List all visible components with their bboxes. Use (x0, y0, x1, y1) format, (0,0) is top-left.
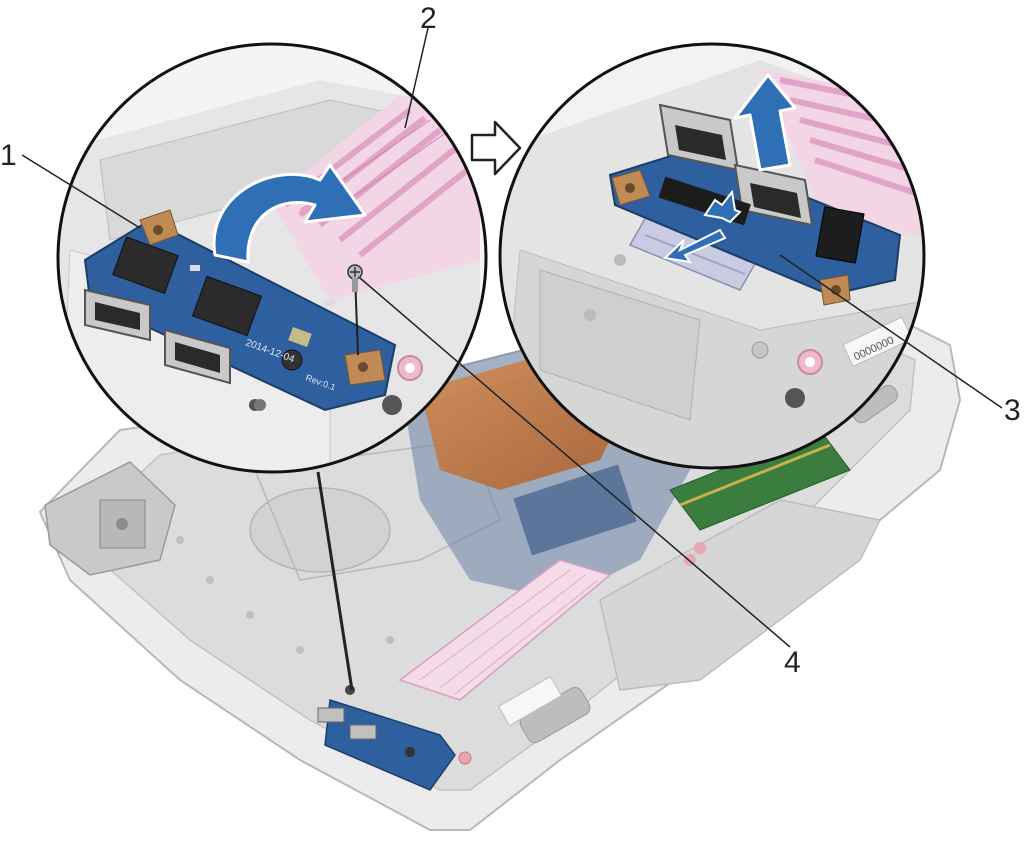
leader-line-main (316, 471, 354, 691)
rotate-arrow-icon (212, 163, 367, 264)
callout-3: 3 (1004, 394, 1021, 427)
next-step-arrow-icon (470, 120, 522, 176)
leader-lines (21, 27, 1003, 691)
io-board-cable (270, 95, 482, 300)
callout-1: 1 (0, 139, 17, 172)
callout-4: 4 (784, 646, 801, 679)
io-board-main-view (317, 685, 472, 791)
battery-bay (599, 499, 882, 691)
usb-port-1 (658, 103, 740, 172)
service-label (497, 675, 563, 727)
screw-m2x3 (347, 264, 363, 356)
hinge-left (44, 461, 176, 576)
push-arrow-icon (662, 189, 742, 264)
io-board: 2014-12-04 Rev:0.1 (83, 209, 397, 412)
screw-holes (176, 536, 706, 654)
io-board-lifted (608, 103, 902, 306)
lift-arrow-icon (733, 73, 797, 172)
usb-port-2 (733, 163, 814, 227)
usb-port-2 (164, 328, 231, 385)
io-board-cable-main (398, 559, 612, 701)
callout-2: 2 (420, 2, 437, 35)
leader-line-3 (779, 254, 1003, 409)
leader-line-2 (404, 27, 429, 129)
usb-port-1 (84, 288, 151, 342)
leader-line-1 (21, 154, 141, 229)
leader-line-4 (359, 277, 791, 648)
